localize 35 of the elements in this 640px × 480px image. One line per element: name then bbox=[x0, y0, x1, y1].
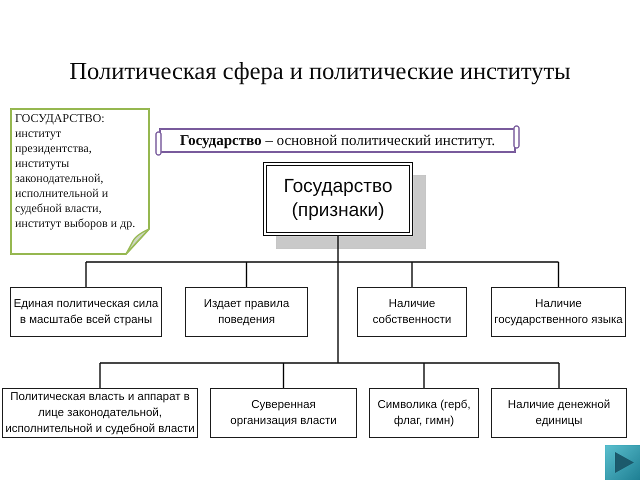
note-box bbox=[10, 108, 150, 255]
connector-line bbox=[246, 262, 248, 287]
slide-title: Политическая сфера и политические институты bbox=[69, 57, 571, 86]
connector-line bbox=[337, 262, 339, 363]
connector-line bbox=[100, 362, 559, 364]
connector-line bbox=[86, 261, 558, 263]
box-text: Наличие государственного языка bbox=[494, 297, 623, 328]
feature-box bbox=[369, 388, 479, 438]
box-text: Издает правила поведения bbox=[202, 297, 290, 328]
connector-line bbox=[337, 236, 339, 262]
connector-line bbox=[85, 262, 87, 287]
box-text: Государство (признаки) bbox=[282, 175, 394, 223]
main-box bbox=[263, 162, 413, 236]
connector-line bbox=[99, 363, 101, 388]
box-text: Наличие денежной единицы bbox=[506, 398, 612, 429]
note-text: институт президентства, институты законодательной, исполнительной и судебной власти, институт выборов и др. bbox=[15, 126, 136, 231]
box-text: Суверенная организация власти bbox=[229, 398, 338, 429]
box-text: Символика (герб, флаг, гимн) bbox=[376, 398, 472, 429]
feature-box bbox=[491, 287, 626, 337]
box-text: Наличие собственности bbox=[372, 297, 452, 328]
connector-line bbox=[411, 262, 413, 287]
scroll-banner bbox=[155, 125, 520, 156]
banner-text: Государство – основной политический институт. bbox=[180, 132, 496, 150]
box-text: Единая политическая сила в масштабе всей страны bbox=[13, 297, 159, 328]
connector-line bbox=[282, 363, 284, 388]
feature-box bbox=[185, 287, 308, 337]
feature-box bbox=[357, 287, 467, 337]
feature-box bbox=[10, 287, 162, 337]
feature-box bbox=[491, 388, 627, 438]
connector-line bbox=[558, 262, 560, 287]
note-heading: ГОСУДАРСТВО: bbox=[15, 111, 106, 126]
connector-line bbox=[558, 363, 560, 388]
box-text: Политическая власть и аппарат в лице законодательной, исполнительной и судебной власти bbox=[5, 390, 195, 437]
connector-line bbox=[423, 363, 425, 388]
feature-box bbox=[210, 388, 357, 438]
